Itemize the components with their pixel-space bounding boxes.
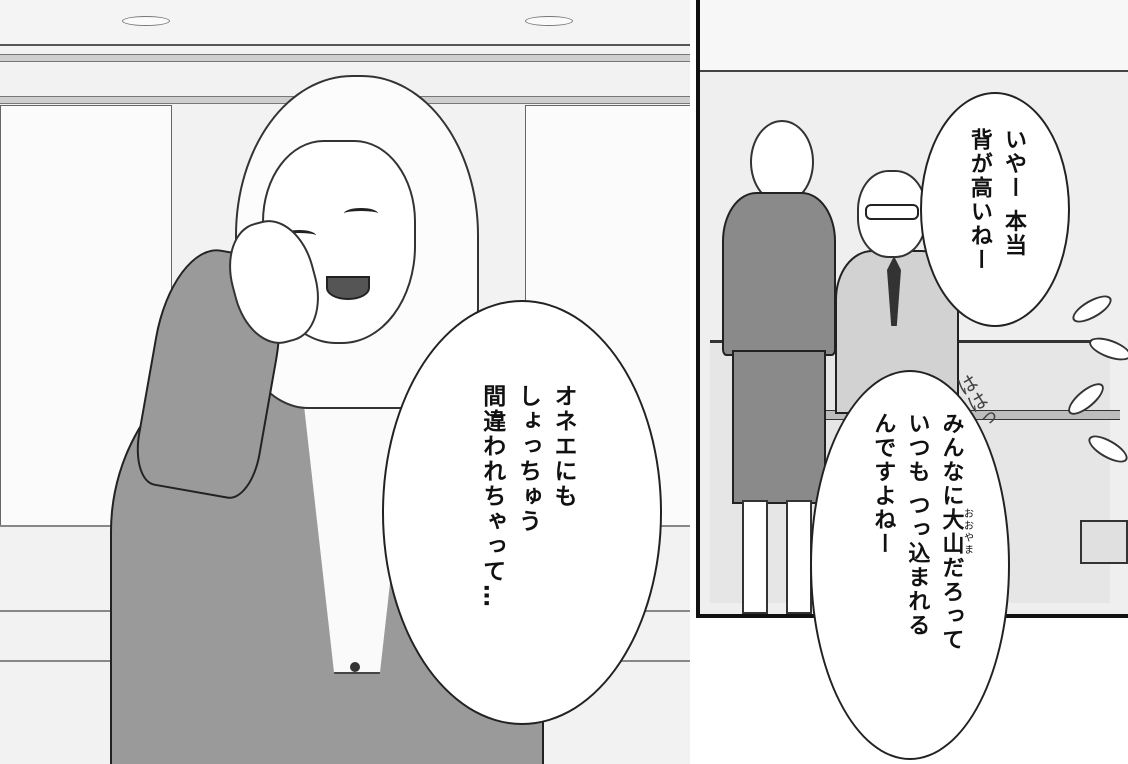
bubble-line: んですよねー xyxy=(870,412,896,556)
bubble-line: 背が高いねー xyxy=(966,128,992,272)
potted-plant xyxy=(1060,290,1128,564)
bubble-line: しょっちゅう xyxy=(514,384,541,534)
ceiling xyxy=(0,0,690,46)
bubble-line: いつも つっ込まれる xyxy=(904,412,930,638)
bubble-word: みんなに xyxy=(938,412,964,508)
woman-jacket-back xyxy=(722,192,836,356)
woman-back-view xyxy=(710,120,836,614)
glasses-icon xyxy=(865,204,919,220)
plant-pot xyxy=(1080,520,1128,564)
left-panel xyxy=(0,0,690,764)
speech-bubble-left: オネエにも しょっちゅう 間違われちゃって… xyxy=(382,300,662,725)
bubble-line: みんなに大山おおやまだろって xyxy=(938,412,973,652)
ceiling-lamp xyxy=(122,16,170,26)
closed-eye xyxy=(282,230,316,241)
reception-ceiling xyxy=(700,0,1128,72)
jacket-button xyxy=(350,662,360,672)
bubble-line: 間違われちゃって… xyxy=(478,384,505,609)
bubble-line: いやー 本当 xyxy=(1001,128,1026,258)
woman-head xyxy=(750,120,814,204)
bubble-text: みんなに大山おおやまだろって いつも つっ込まれる んですよねー xyxy=(865,412,972,652)
woman-leg xyxy=(786,500,812,614)
bubble-text: オネエにも しょっちゅう 間違われちゃって… xyxy=(473,384,580,609)
leaf xyxy=(1086,333,1128,365)
woman-mouth xyxy=(326,276,370,300)
ceiling-beam xyxy=(0,54,690,62)
speech-bubble-top-right: いやー 本当 背が高いねー xyxy=(920,92,1070,327)
closed-eye xyxy=(344,208,378,219)
speech-bubble-bottom-right: みんなに大山おおやまだろって いつも つっ込まれる んですよねー xyxy=(810,370,1010,760)
leaf xyxy=(1063,377,1109,421)
bubble-word: だろって xyxy=(938,556,964,652)
ceiling-lamp xyxy=(525,16,573,26)
woman-leg xyxy=(742,500,768,614)
bubble-line: オネエにも xyxy=(550,384,576,509)
name-with-ruby: 大山おおやま xyxy=(938,508,973,556)
bubble-text: いやー 本当 背が高いねー xyxy=(962,128,1030,272)
leaf xyxy=(1068,290,1116,328)
name-kanji: 大山 xyxy=(938,508,964,556)
woman-skirt xyxy=(732,350,826,504)
man-tie xyxy=(887,256,901,326)
leaf xyxy=(1084,430,1128,468)
furigana: おおやま xyxy=(961,508,973,556)
